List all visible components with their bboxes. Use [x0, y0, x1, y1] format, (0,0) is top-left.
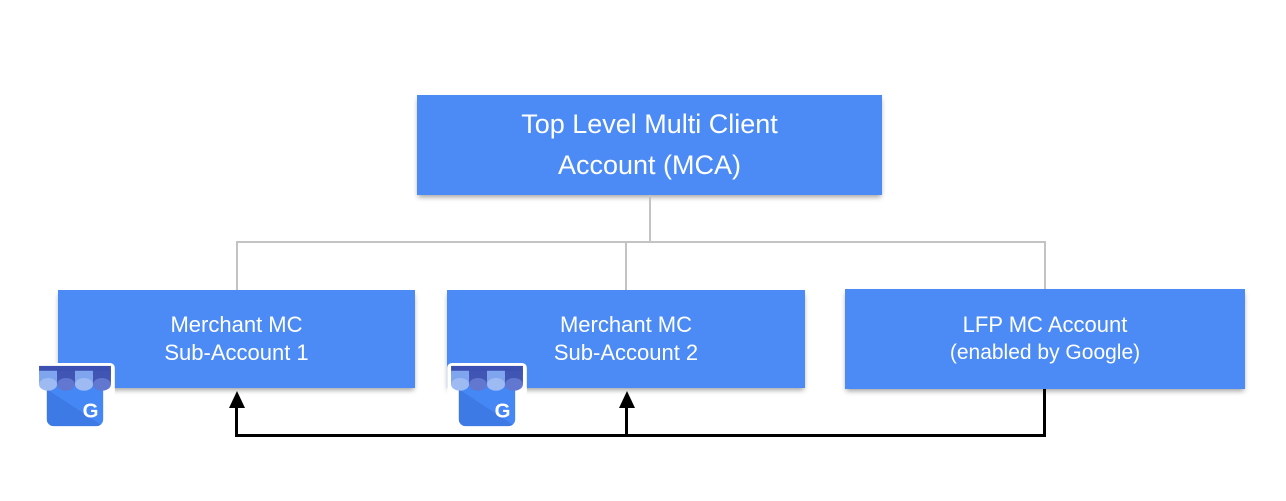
node-sub1-line1: Merchant MC	[170, 312, 303, 337]
node-lfp-line2: (enabled by Google)	[949, 341, 1141, 364]
awning-tip-light	[487, 378, 505, 391]
awning-tip-dark	[469, 378, 487, 391]
feedback-line-lfp-down	[1043, 389, 1046, 437]
feedback-line-bottom-bar	[235, 434, 1046, 437]
google-g-letter: G	[495, 400, 511, 422]
google-business-icon-sub2: G	[447, 363, 527, 430]
node-top-level-mca: Top Level Multi Client Account (MCA)	[417, 95, 882, 195]
node-sub2-line1: Merchant MC	[559, 312, 693, 337]
node-merchant-sub-account-1: Merchant MC Sub-Account 1	[58, 290, 415, 388]
node-sub2-line2: Sub-Account 2	[553, 340, 699, 365]
awning-tip-dark	[92, 378, 111, 391]
awning-top-bar	[451, 365, 523, 375]
awning-tip-light	[75, 378, 93, 391]
arrowhead-to-sub1	[229, 391, 245, 408]
google-business-icon-sub1: G	[35, 363, 115, 430]
awning-tip-light	[39, 378, 58, 391]
tree-drop-line-sub1	[236, 241, 238, 290]
awning-tip-light	[451, 378, 470, 391]
tree-drop-line-sub2	[625, 241, 627, 290]
tree-crossbar-line	[236, 241, 1046, 243]
awning-tip-dark	[504, 378, 523, 391]
google-g-letter: G	[83, 400, 99, 422]
node-top-level-mca-line2: Account (MCA)	[557, 150, 742, 180]
tree-drop-line-lfp	[1044, 241, 1046, 289]
feedback-line-up-sub2	[625, 405, 628, 437]
feedback-line-up-sub1	[235, 405, 238, 437]
node-sub1-line2: Sub-Account 1	[164, 340, 309, 365]
tree-stem-line	[649, 195, 651, 242]
arrowhead-to-sub2	[619, 391, 635, 408]
node-lfp-line1: LFP MC Account	[962, 312, 1128, 337]
node-lfp-mc-account: LFP MC Account (enabled by Google)	[845, 289, 1245, 389]
node-top-level-mca-line1: Top Level Multi Client	[521, 109, 778, 139]
awning-tip-dark	[57, 378, 75, 391]
awning-top-bar	[39, 365, 111, 375]
